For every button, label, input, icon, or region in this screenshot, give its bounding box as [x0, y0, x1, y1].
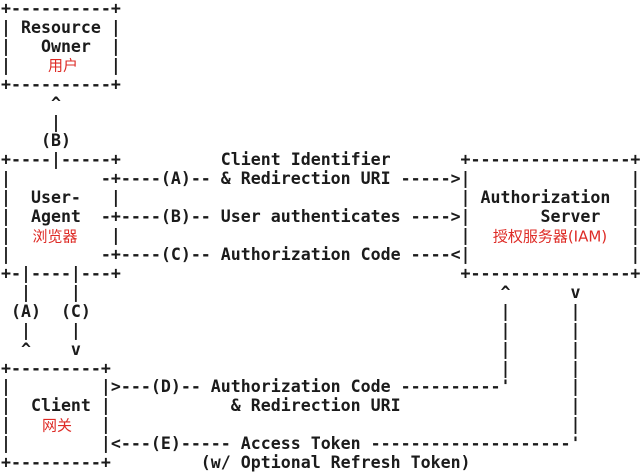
resource-owner-cn-label: 用户 [47, 56, 79, 75]
user-agent-cn-label: 浏览器 [32, 227, 78, 246]
auth-server-cn-label: 授权服务器(IAM) [492, 227, 608, 246]
client-cn-label: 网关 [41, 416, 73, 435]
